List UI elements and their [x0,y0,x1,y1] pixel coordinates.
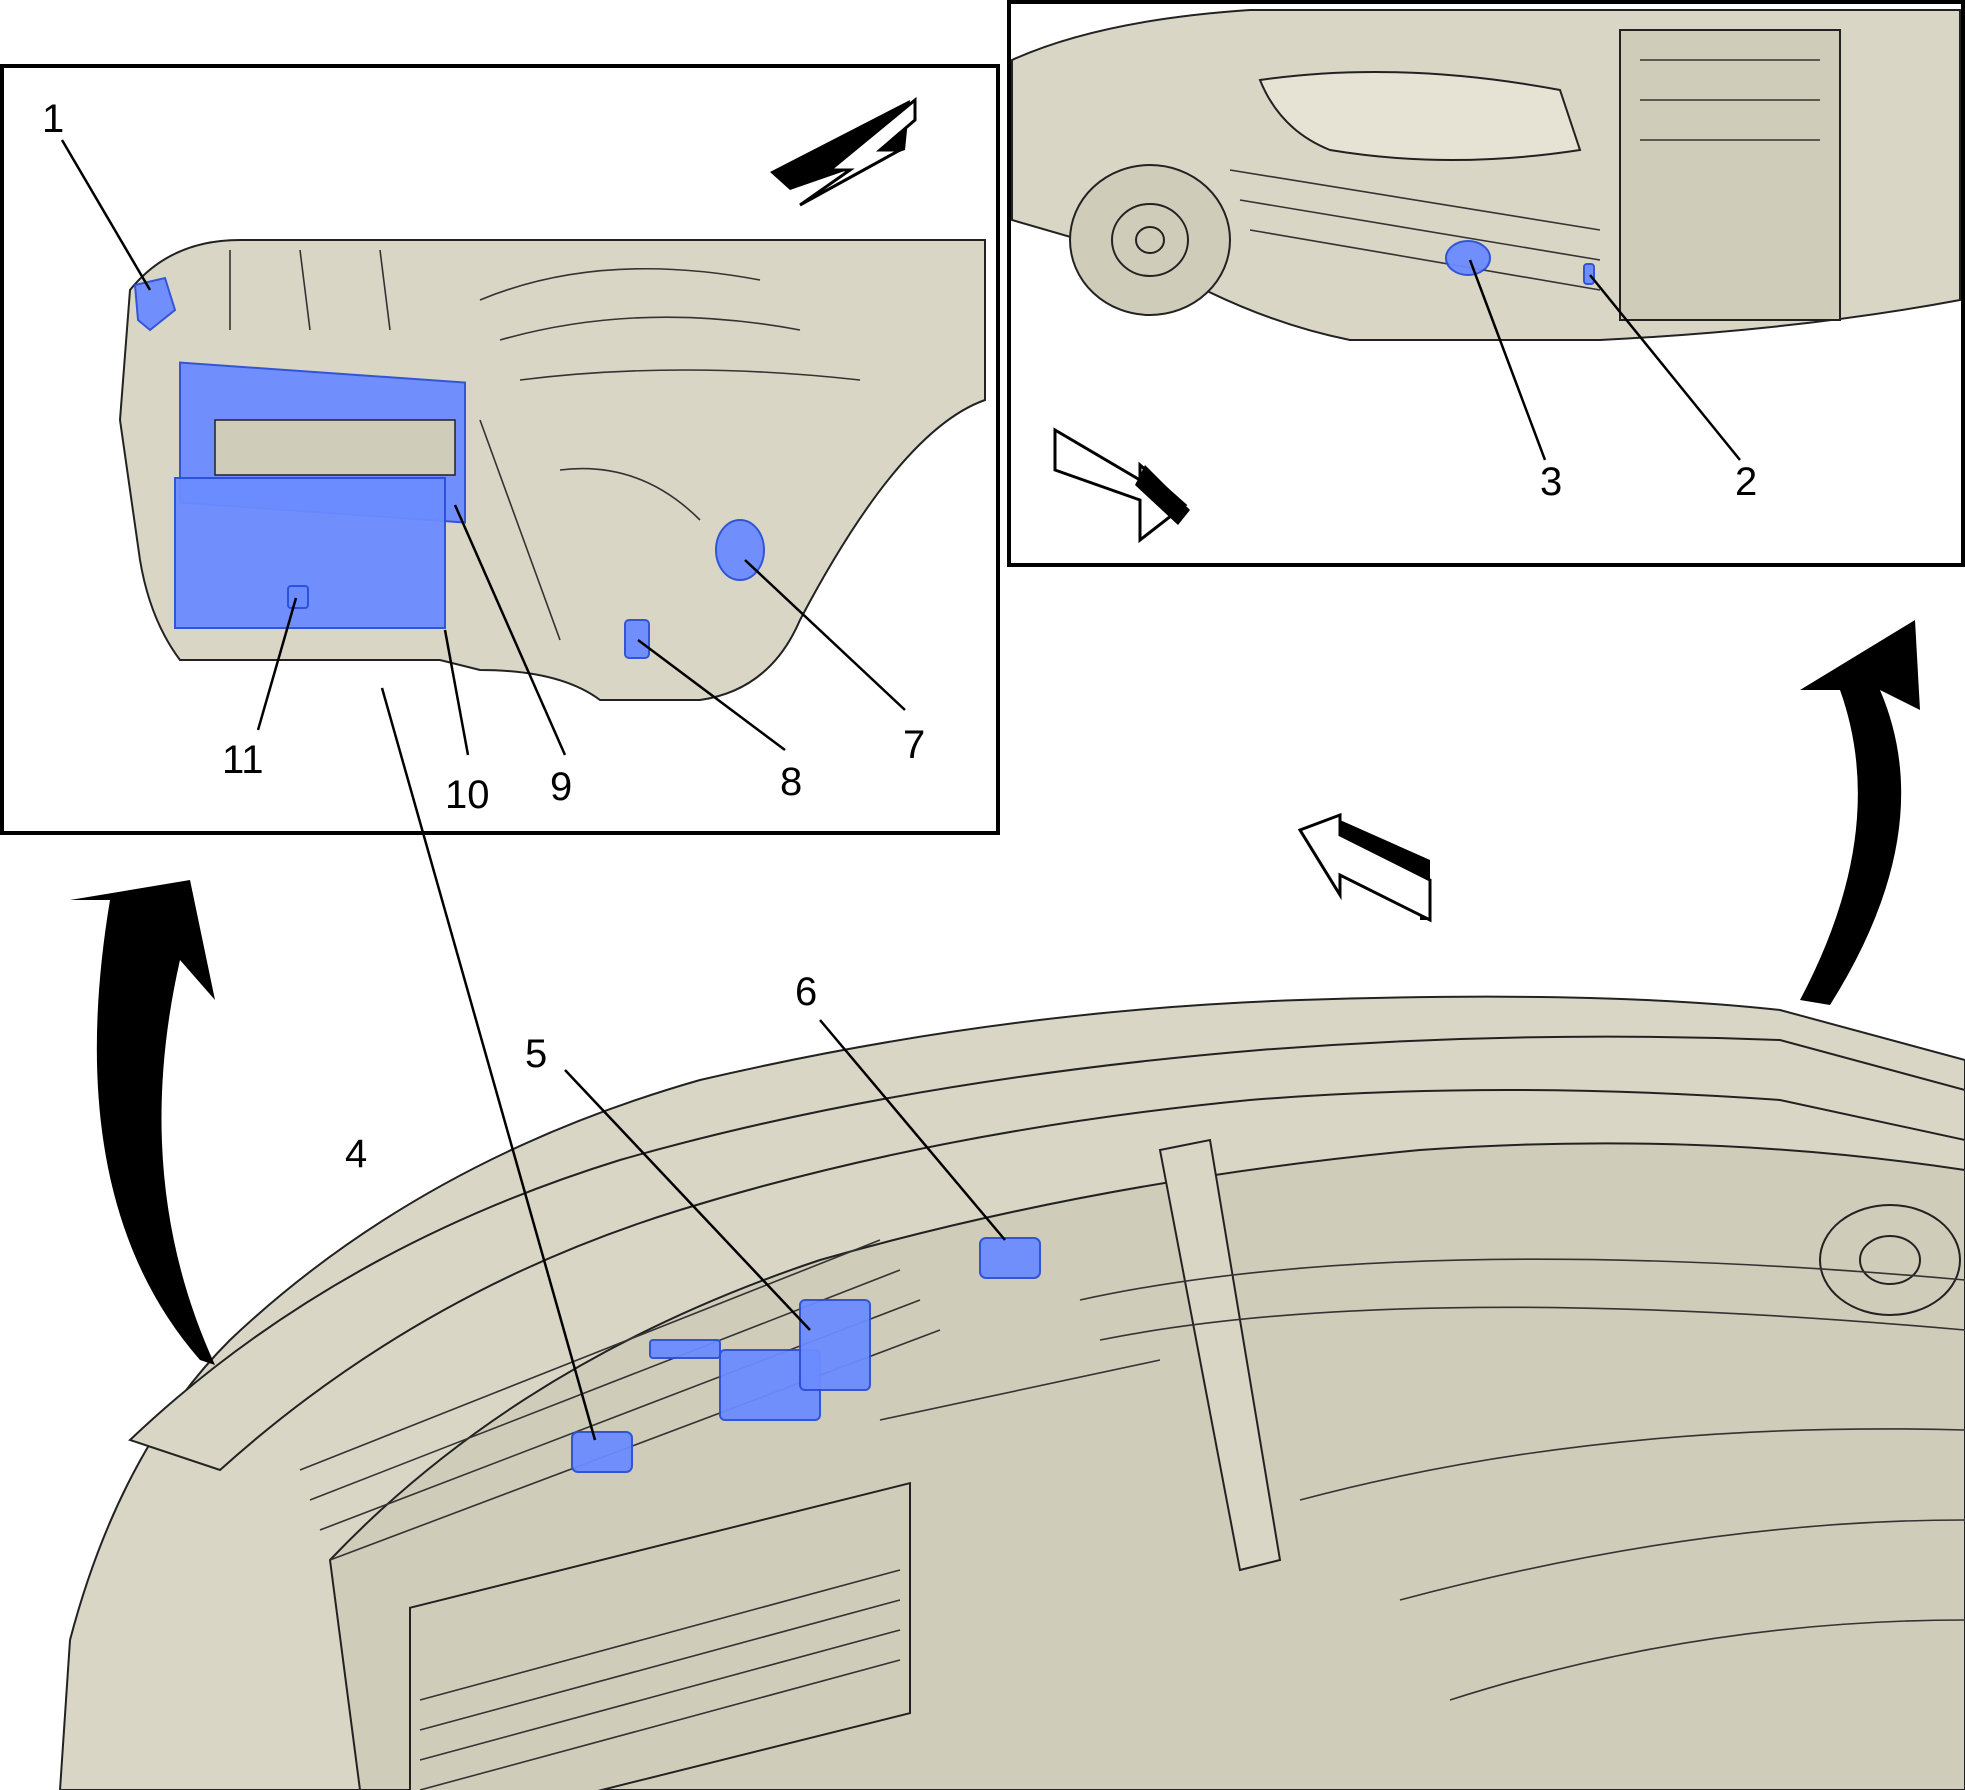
lower-grille [409,1481,911,1790]
radiator-support [1619,29,1841,321]
leader-4 [380,687,597,1441]
radiator-core-gap [214,419,456,476]
component-10-lower-radiator-panel [174,477,446,629]
component-4-sensor [571,1431,633,1473]
callout-8: 8 [780,760,802,804]
leader-11 [256,597,298,731]
callout-10: 10 [445,773,490,817]
leader-10 [443,629,470,756]
upper-tie-bar [128,1035,1965,1472]
headlamp [1258,71,1582,161]
main-engine-bay-view [58,995,1965,1790]
strut-tower [1819,1204,1961,1316]
curved-arrow-left [70,880,215,1365]
leader-5 [564,1069,811,1331]
inset-right-view [1007,0,1965,567]
callout-9: 9 [550,765,572,809]
leader-2 [1589,274,1741,461]
component-2-sensor [1583,263,1595,285]
direction-arrow-center [1297,812,1432,923]
component-1-bracket [133,276,177,332]
inset-right-structure-lines [1229,59,1820,291]
component-8-sensor [624,619,650,659]
structure-lines [879,1258,1965,1701]
callout-1: 1 [42,97,64,141]
component-11-sensor [287,585,309,609]
direction-arrow-right-inset [1053,427,1190,544]
callout-4: 4 [345,1132,367,1176]
callout-3: 3 [1540,460,1562,504]
callout-2: 2 [1735,460,1757,504]
center-brace [1158,1138,1282,1572]
brake-rotor-hub [1069,164,1231,316]
leader-7 [744,559,906,711]
leader-3 [1468,259,1547,461]
inset-left-structure-lines [229,249,861,641]
inset-right-frame [1007,0,1965,567]
leader-8 [637,638,786,752]
curved-arrow-right [1800,620,1920,1005]
callout-6: 6 [795,970,817,1014]
inset-left-frame [0,64,1000,835]
callout-11: 11 [222,738,264,782]
component-5-module [649,1299,871,1421]
component-6-sensor [979,1237,1041,1279]
leader-9 [453,504,567,756]
component-3-sensor [1445,240,1491,276]
inset-left-view [0,64,1000,835]
direction-arrow-left-inset [770,96,917,207]
radiator-vents [299,1239,941,1561]
leader-1 [60,139,152,291]
callout-5: 5 [525,1032,547,1076]
leader-6 [819,1019,1006,1241]
callout-7: 7 [903,723,925,767]
